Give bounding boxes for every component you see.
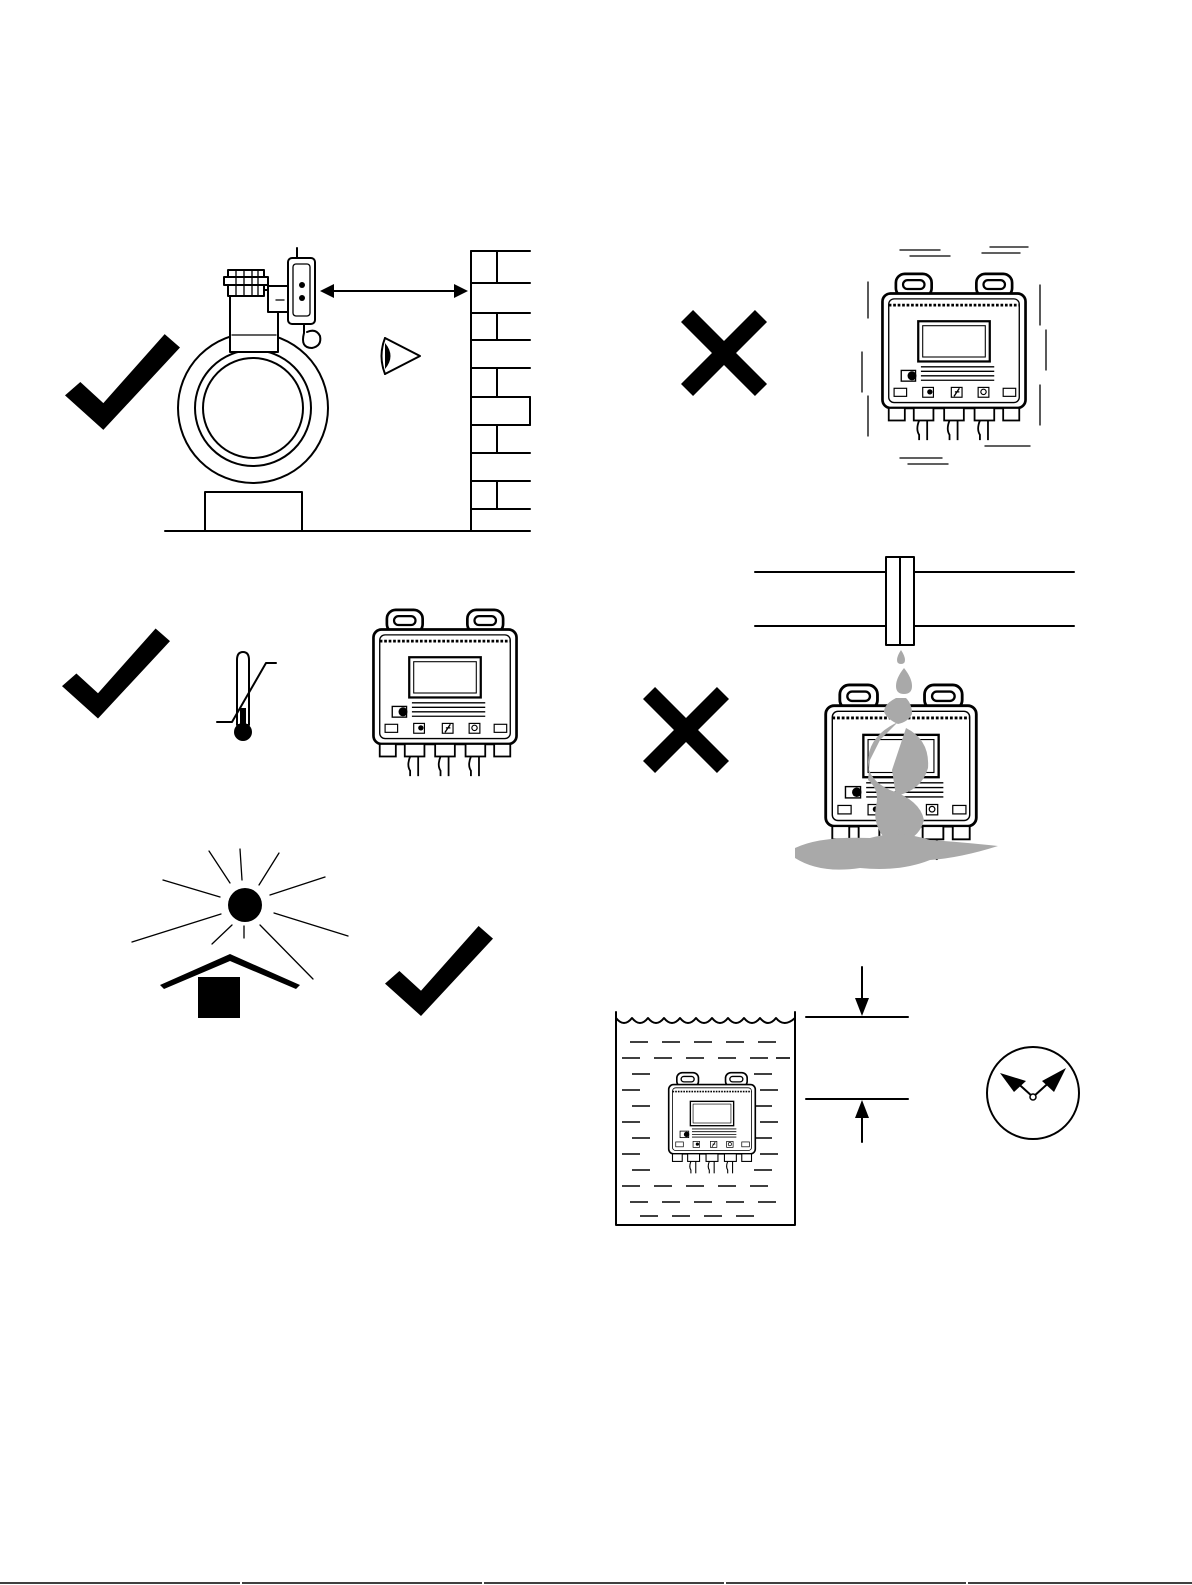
checkmark-icon (65, 334, 180, 430)
panel-sun-shelter (132, 849, 493, 1018)
transmitter-side-view (288, 258, 315, 324)
panel-temperature (62, 610, 517, 776)
checkmark-icon (62, 629, 170, 719)
brick-wall (471, 251, 530, 531)
checkmark-icon (385, 926, 493, 1016)
cross-icon (681, 310, 767, 396)
shelter-icon (160, 954, 300, 1018)
eye-icon (382, 338, 421, 374)
panel-vibration (681, 247, 1046, 464)
junction-block (268, 286, 288, 312)
transmitter-cable (303, 324, 320, 348)
clock-icon (987, 1047, 1079, 1139)
panel-clearance (65, 248, 530, 531)
pipe-flange (755, 557, 1074, 645)
transmitter (373, 610, 516, 776)
depth-indicator (806, 967, 908, 1142)
thermometer-icon (217, 652, 276, 741)
panel-submersion (616, 967, 1079, 1225)
submerged-transmitter (669, 1073, 756, 1174)
pipe-support (205, 492, 302, 531)
vibrating-transmitter (882, 274, 1025, 440)
pipe-outer (178, 333, 328, 483)
panel-dripping-water (643, 557, 1074, 870)
cross-icon (643, 687, 729, 773)
